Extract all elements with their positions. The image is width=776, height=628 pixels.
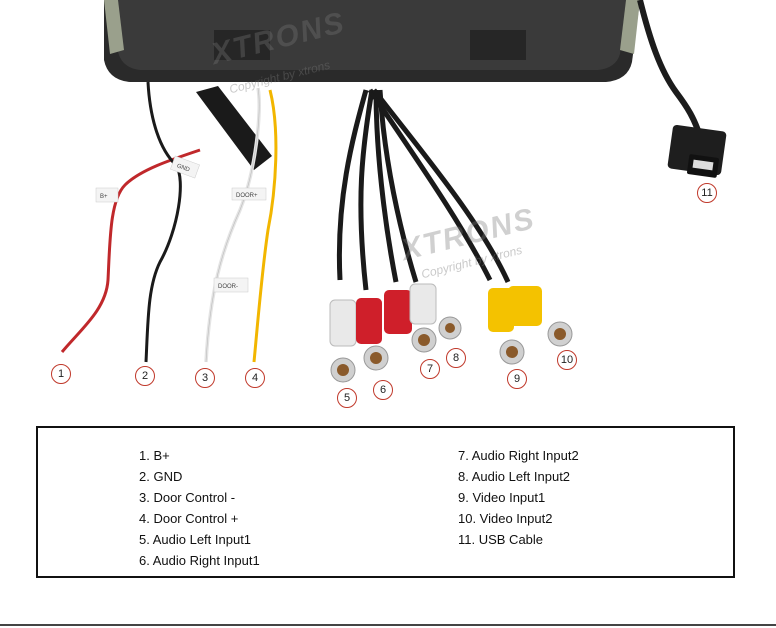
callout-8: 8: [446, 348, 466, 368]
wire-door-minus: [204, 87, 261, 363]
cable-photo: B+ GND DOOR+ DOOR-: [60, 0, 727, 383]
callout-10: 10: [557, 350, 577, 370]
legend-item: 6. Audio Right Input1: [139, 553, 260, 568]
legend-column-right: 7. Audio Right Input2 8. Audio Left Inpu…: [458, 445, 579, 550]
legend-item: 4. Door Control +: [139, 511, 239, 526]
callout-2: 2: [135, 366, 155, 386]
tag-b-plus: B+: [100, 194, 108, 200]
rca-audio-right-1: [356, 298, 389, 371]
usb-cable: [637, 0, 727, 178]
legend-item: 8. Audio Left Input2: [458, 469, 571, 484]
legend-item: 9. Video Input1: [458, 490, 546, 505]
monitor-housing: [104, 0, 640, 82]
wire-door-plus: [252, 89, 278, 363]
legend-box: 1. B+ 2. GND 3. Door Control - 4. Door C…: [36, 426, 735, 578]
wire-b-plus: [60, 148, 201, 353]
tag-door-minus: DOOR-: [218, 284, 238, 290]
wire-sleeve: [196, 86, 272, 170]
legend-item: 7. Audio Right Input2: [458, 448, 579, 463]
callout-5: 5: [337, 388, 357, 408]
legend-item: 3. Door Control -: [139, 490, 236, 505]
wire-tags: B+ GND DOOR+ DOOR-: [95, 155, 267, 293]
callout-11: 11: [697, 183, 717, 203]
legend-item: 1. B+: [139, 448, 170, 463]
rca-cables: [336, 88, 511, 291]
tag-door-plus: DOOR+: [236, 193, 258, 199]
rca-audio-right-2: [384, 290, 437, 353]
callout-1: 1: [51, 364, 71, 384]
legend-item: 10. Video Input2: [458, 511, 553, 526]
tag-gnd: GND: [176, 163, 191, 173]
legend-column-left: 1. B+ 2. GND 3. Door Control - 4. Door C…: [139, 445, 260, 571]
callout-9: 9: [507, 369, 527, 389]
legend-item: 5. Audio Left Input1: [139, 532, 252, 547]
rca-video-2: [508, 286, 573, 347]
divider: [0, 624, 776, 626]
legend-item: 2. GND: [139, 469, 183, 484]
callout-6: 6: [373, 380, 393, 400]
wire-gnd: [144, 81, 182, 363]
callout-7: 7: [420, 359, 440, 379]
rca-audio-left-1: [329, 299, 357, 383]
callout-4: 4: [245, 368, 265, 388]
callout-3: 3: [195, 368, 215, 388]
rca-audio-left-2: [409, 283, 462, 340]
rca-video-1: [488, 288, 525, 365]
legend-item: 11. USB Cable: [458, 532, 544, 547]
